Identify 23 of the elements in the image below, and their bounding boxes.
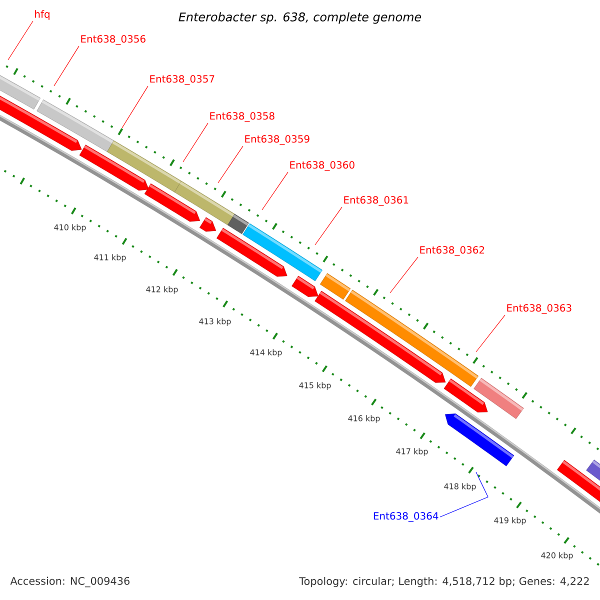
title: Enterobacter sp. 638, complete genome [178,12,422,24]
leader-line [440,472,488,518]
leader-line [54,46,80,86]
gene-label: Ent638_0360 [290,161,354,171]
gene-label: Ent638_0356 [81,35,146,45]
gene-label: Ent638_0363 [507,304,572,314]
gene-label: Ent638_0362 [420,246,484,256]
leader-line [8,20,34,60]
leader-line [390,256,418,294]
gene-label: hfq [35,10,50,20]
leader-line [218,146,244,184]
leader-line [476,314,506,352]
gene-label: Ent638_0357 [150,75,214,85]
leader-line [182,122,208,162]
accession-text: Accession: NC_009436 [10,576,130,588]
leader-line [122,86,148,128]
gene-label: Ent638_0361 [344,196,408,206]
genome-stats-text: Topology: circular; Length: 4,518,712 bp; Genes: 4,222 [299,576,589,588]
gene-label: Ent638_0364 [374,512,438,522]
gene-label: Ent638_0359 [245,135,310,145]
leader-line [314,206,342,246]
leader-line [262,172,288,210]
gene-label: Ent638_0358 [210,112,274,122]
